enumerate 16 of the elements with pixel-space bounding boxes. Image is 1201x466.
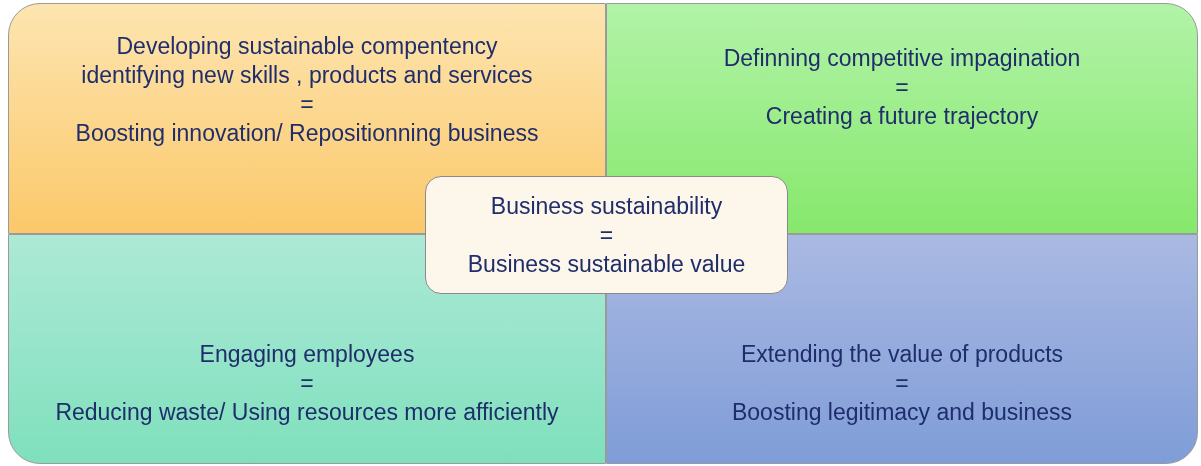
- equals-sign: =: [300, 90, 314, 119]
- panel-text: Engaging employees: [199, 340, 415, 369]
- center-box: [425, 176, 788, 294]
- panel-text: Business sustainability: [490, 191, 723, 221]
- equals-sign: =: [895, 73, 909, 102]
- panel-text: Extending the value of products: [740, 340, 1064, 369]
- panel-text: Developing sustainable compentency identifying new skills , products and services: [80, 32, 534, 90]
- panel-text: Creating a future trajectory: [765, 102, 1039, 131]
- equals-sign: =: [300, 369, 314, 398]
- equals-sign: =: [599, 220, 614, 250]
- panel-text: Reducing waste/ Using resources more afficiently: [55, 398, 559, 427]
- panel-text: Boosting legitimacy and business: [731, 398, 1073, 427]
- equals-sign: =: [895, 369, 909, 398]
- panel-text: Definning competitive impagination: [723, 44, 1081, 73]
- panel-text: Boosting innovation/ Repositionning business: [75, 119, 539, 148]
- panel-text: Business sustainable value: [467, 249, 746, 279]
